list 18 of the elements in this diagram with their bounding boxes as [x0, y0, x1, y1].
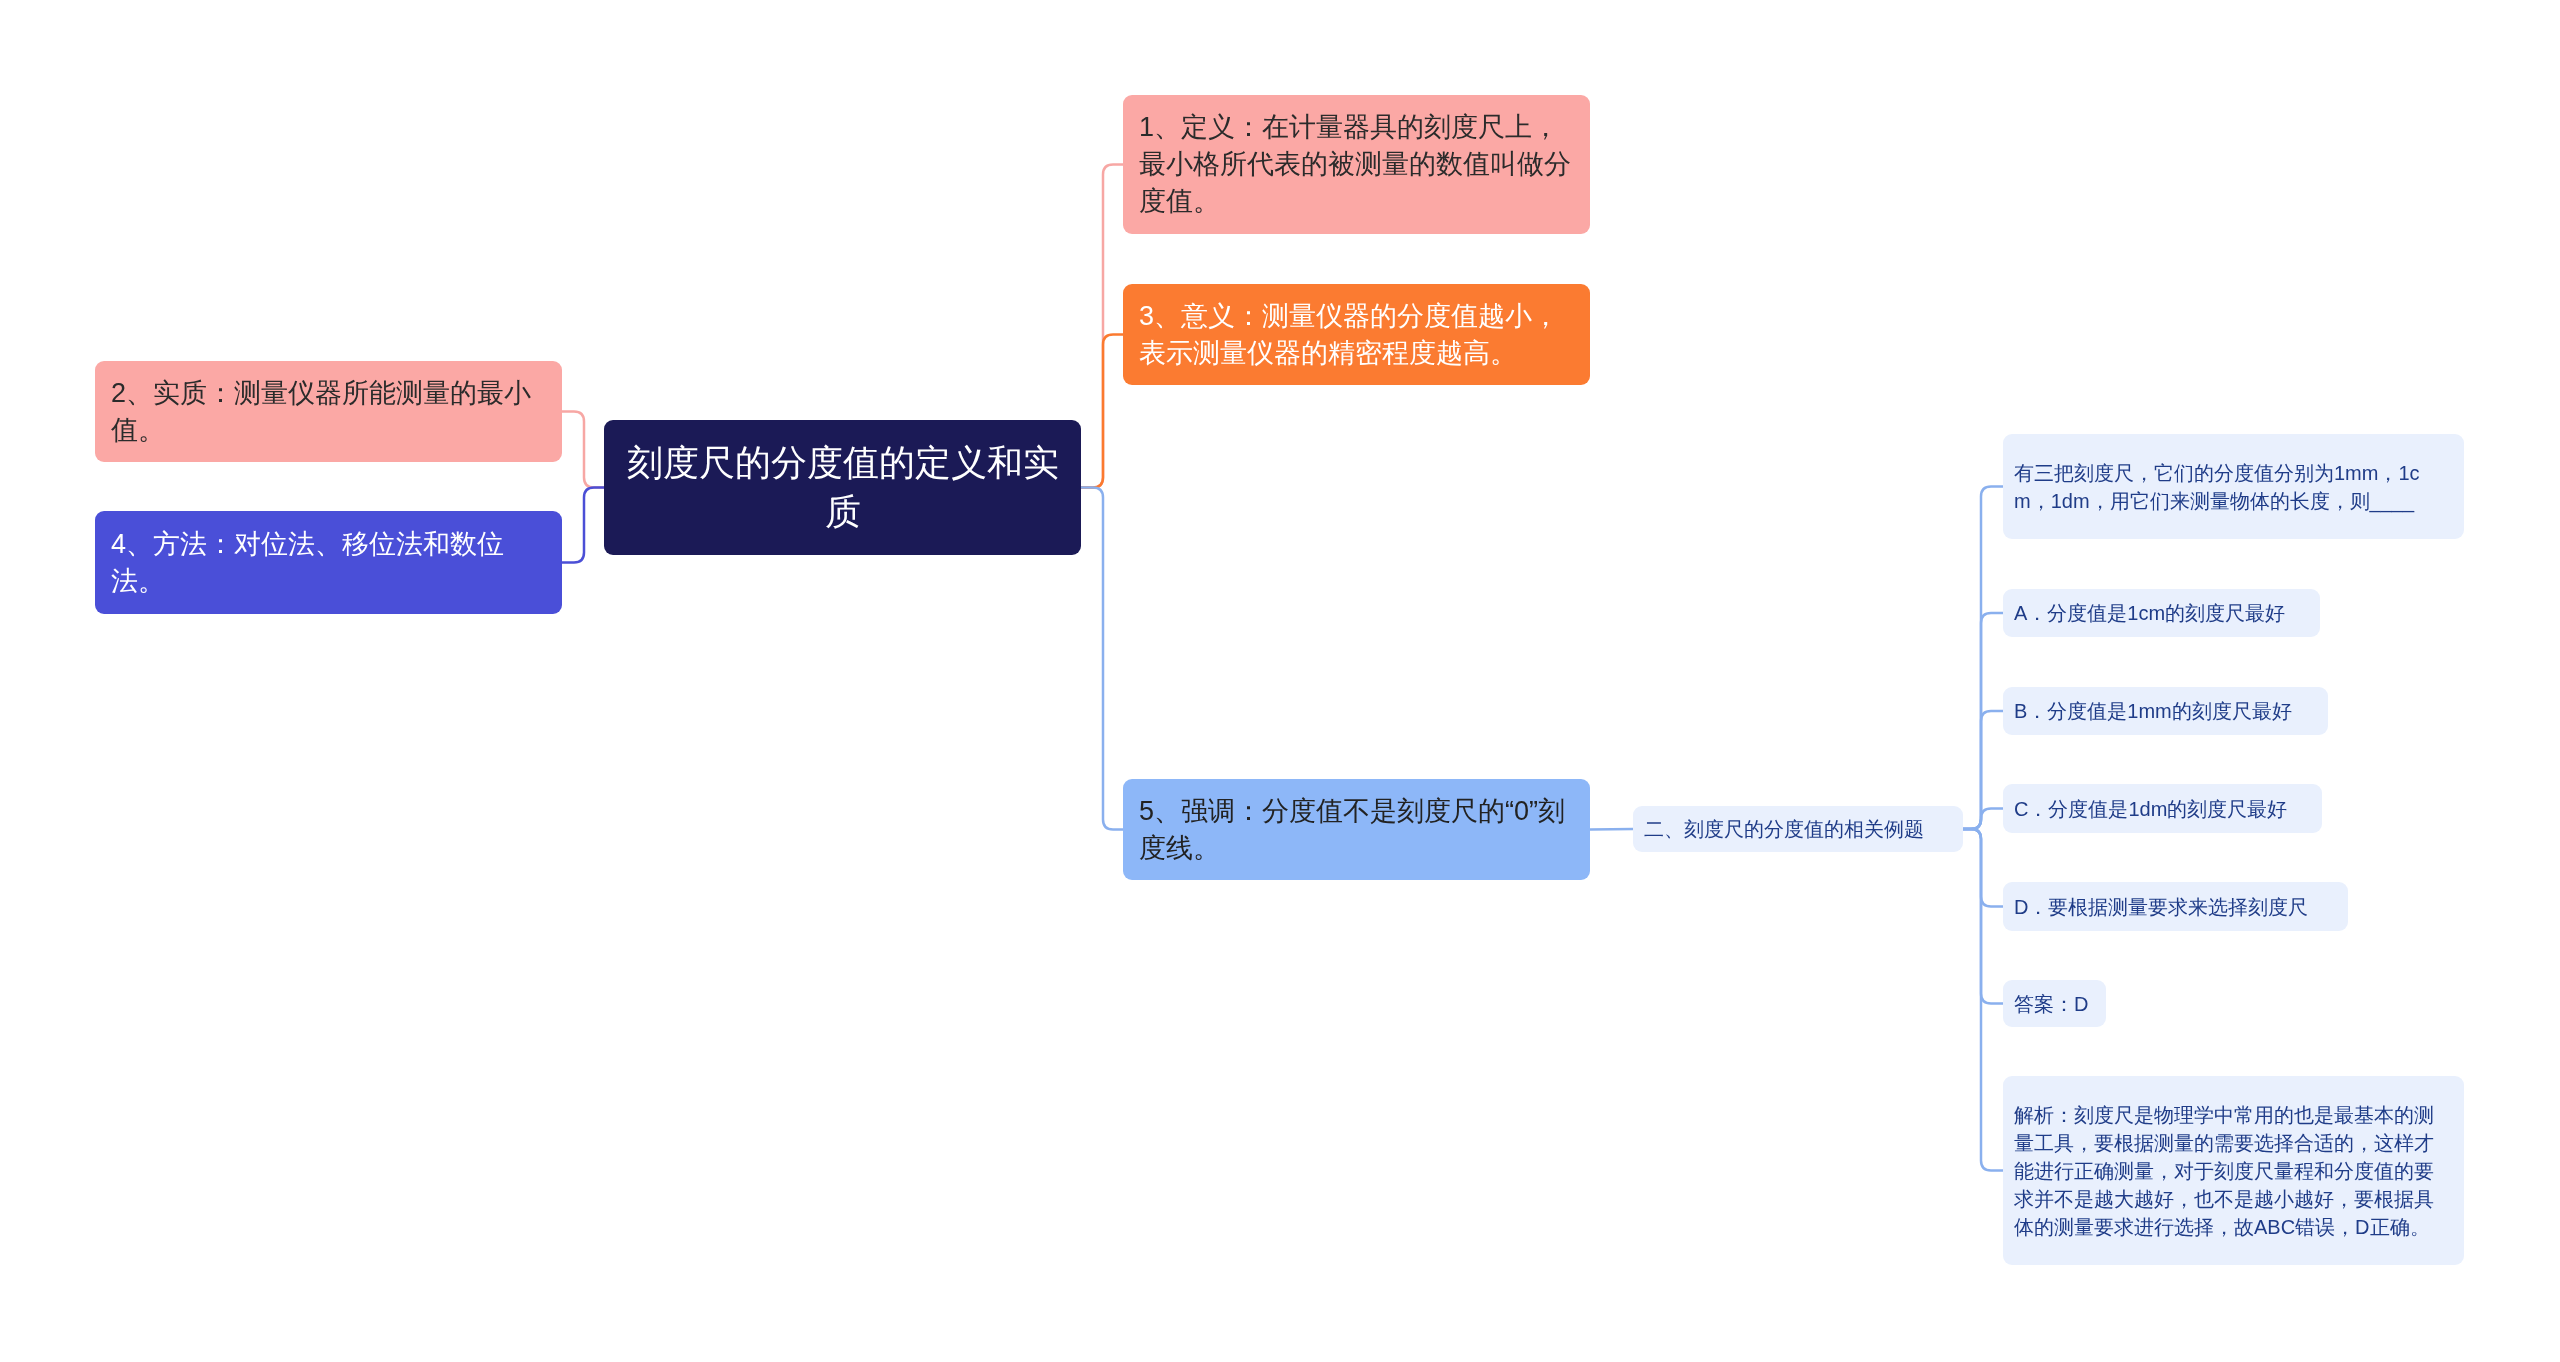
option-box: B．分度值是1mm的刻度尺最好: [2003, 687, 2328, 735]
question-box: 有三把刻度尺，它们的分度值分别为1mm，1cm，1dm，用它们来测量物体的长度，则____: [2003, 434, 2464, 539]
connector-line: [1081, 486, 1123, 831]
connector-line: [1590, 827, 1633, 831]
option-box: C．分度值是1dm的刻度尺最好: [2003, 784, 2322, 833]
topic-box: 1、定义：在计量器具的刻度尺上，最小格所代表的被测量的数值叫做分度值。: [1123, 95, 1590, 234]
connector-line: [562, 486, 604, 564]
answer-box: 答案：D: [2003, 980, 2106, 1027]
option-box: D．要根据测量要求来选择刻度尺: [2003, 882, 2348, 931]
central-topic-box: 刻度尺的分度值的定义和实质: [604, 420, 1081, 555]
topic-box: 2、实质：测量仪器所能测量的最小值。: [95, 361, 562, 462]
topic-box: 4、方法：对位法、移位法和数位法。: [95, 511, 562, 614]
topic-box: 5、强调：分度值不是刻度尺的“0”刻度线。: [1123, 779, 1590, 880]
explanation-box: 解析：刻度尺是物理学中常用的也是最基本的测量工具，要根据测量的需要选择合适的，这样才能进行正确测量，对于刻度尺量程和分度值的要求并不是越大越好，也不是越小越好，要根据具体的测量要求进行选择，故ABC错误，D正确。: [2003, 1076, 2464, 1265]
option-box: A．分度值是1cm的刻度尺最好: [2003, 589, 2320, 637]
topic-box: 3、意义：测量仪器的分度值越小，表示测量仪器的精密程度越高。: [1123, 284, 1590, 385]
connector-line: [1963, 827, 2003, 1172]
subtopic-box: 二、刻度尺的分度值的相关例题: [1633, 806, 1963, 852]
